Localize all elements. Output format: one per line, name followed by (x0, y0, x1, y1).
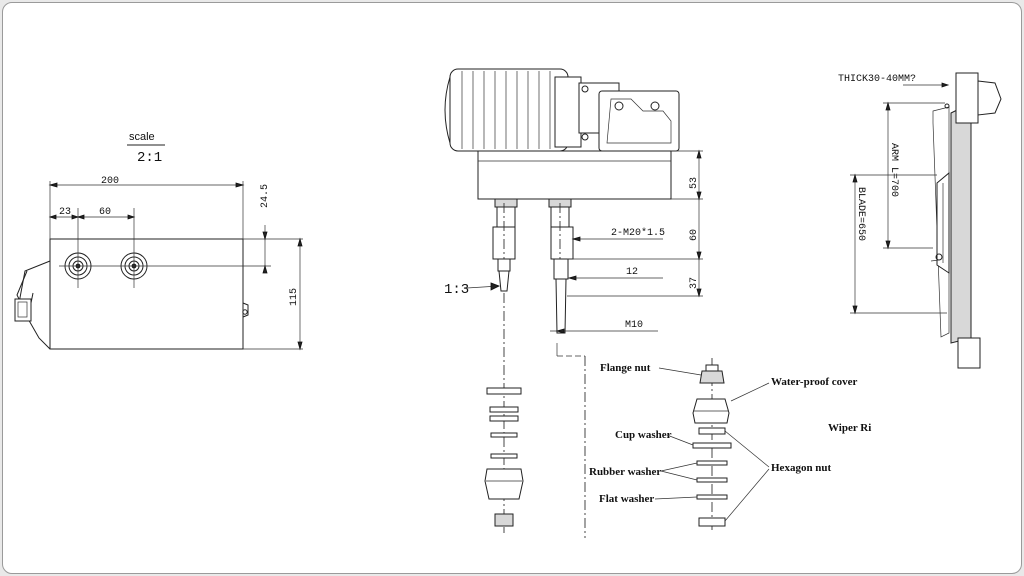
dim-53-text: 53 (689, 177, 700, 189)
ratio-label: 1:3 (444, 282, 469, 298)
left-nut (494, 513, 514, 527)
front-view: 200 23 60 24.5 115 (14, 176, 303, 351)
m10-text: M10 (625, 320, 643, 331)
rubber-washer-leader-1 (660, 462, 698, 472)
blade-dim-arrow-top (852, 173, 858, 183)
dim-24-5-arrow-bottom (262, 264, 268, 274)
dim-23-arrow-right (71, 214, 80, 220)
dim-60-arrow-right (127, 214, 136, 220)
technical-drawing: scale 2:1 20 (14, 68, 1002, 538)
hexagon-nut-label: Hexagon nut (771, 462, 832, 474)
thread-arrow (571, 236, 581, 242)
gearbox-detail (606, 98, 672, 144)
dim-200-arrow-right (235, 182, 245, 188)
left-washer-3 (489, 415, 519, 422)
shaft-left (492, 198, 518, 533)
side-view: 1:3 53 60 37 2-M20*1.5 12 M10 (444, 68, 703, 538)
rubber-washer-1 (696, 460, 728, 466)
water-proof-cover-leader (730, 382, 770, 402)
bottom-mount (957, 337, 981, 369)
flat-washer-shape (696, 494, 728, 500)
flange-nut-leader (658, 367, 702, 376)
blade-clip (930, 259, 940, 262)
hex-nut-2 (698, 517, 726, 527)
motor-fins (461, 71, 551, 149)
rubber-washer-label: Rubber washer (589, 466, 661, 478)
left-washer-4 (490, 432, 518, 438)
right-view: THICK30-40MM? ARM L=700 BLADE=650 (838, 72, 1002, 369)
dim-115-text: 115 (289, 288, 300, 306)
thread-text: 2-M20*1.5 (611, 227, 665, 239)
water-proof-cover-label: Water-proof cover (771, 376, 858, 388)
dim-24-5-text: 24.5 (260, 184, 271, 208)
motor-flange (554, 76, 582, 148)
blade-dim-arrow-bottom (852, 305, 858, 315)
dim-12-text: 12 (626, 267, 638, 278)
arm-dim-text: ARM L=700 (888, 143, 899, 197)
rubber-washer-2 (696, 477, 728, 483)
m10-arrow (555, 328, 565, 334)
dim-115-arrow-top (297, 237, 303, 247)
top-mount-cap (977, 80, 1002, 116)
flat-washer-leader (654, 496, 698, 500)
dim-200-arrow-left (48, 182, 58, 188)
gearbox-bolt-a (614, 101, 624, 111)
arm-pivot (944, 103, 950, 109)
dim-24-5-arrow-top (262, 231, 268, 241)
dim-37-arrow-bottom (696, 288, 702, 298)
dim-23-arrow-left (48, 214, 57, 220)
front-body-outline (49, 238, 244, 350)
dim-115-arrow-bottom (297, 341, 303, 351)
scale-title: scale (129, 131, 155, 143)
left-washer-2 (489, 406, 519, 413)
left-cover (484, 468, 524, 500)
dim-23-text: 23 (59, 207, 71, 218)
thick-label: THICK30-40MM? (838, 74, 916, 85)
front-right-lug (242, 302, 249, 318)
dim-60-arrow-bottom (696, 251, 702, 261)
wiper-ri-label: Wiper Ri (828, 422, 871, 434)
scale-value: 2:1 (137, 150, 162, 166)
rubber-washer-leader-2 (660, 470, 698, 481)
flange-nut-label: Flange nut (600, 362, 651, 374)
dim-200-text: 200 (101, 176, 119, 187)
dim-60-text: 60 (689, 229, 700, 241)
flat-washer-label: Flat washer (599, 493, 654, 505)
front-right-lug-hole (242, 309, 248, 315)
arm-dim-arrow-bottom (885, 240, 891, 250)
coupling-bolt-b (581, 133, 589, 141)
left-washer-1 (486, 387, 522, 395)
cup-washer-shape (692, 442, 732, 449)
dim-53-arrow-bottom (696, 191, 702, 201)
shaft-right (548, 198, 586, 538)
thick-arrow (941, 82, 950, 88)
dim-53-arrow-top (696, 149, 702, 159)
dim-60-text: 60 (99, 207, 111, 218)
dim-60-arrow-left (76, 214, 85, 220)
top-mount (955, 72, 979, 124)
gearbox-bolt-b (650, 101, 660, 111)
left-washer-5 (490, 453, 518, 459)
dim-12-arrow (567, 275, 577, 281)
base-block (477, 150, 672, 200)
front-connector-inner (17, 301, 28, 318)
panel-section (950, 107, 972, 344)
cup-washer-label: Cup washer (615, 429, 672, 441)
flange-nut-shape (699, 370, 725, 384)
coupling-bolt-a (581, 85, 589, 93)
cup-washer-leader (666, 434, 694, 446)
flange-nut-top (705, 364, 719, 372)
arm-dim-arrow-top (885, 101, 891, 111)
exploded-left-column (484, 387, 524, 527)
hex-nut-1 (698, 427, 726, 435)
exploded-right-column: Flange nut Water-proof cover Wiper Ri Cu… (589, 358, 871, 533)
dim-37-text: 37 (689, 277, 700, 289)
hexagon-nut-leader-1 (724, 430, 770, 468)
blade-dim-text: BLADE=650 (855, 187, 866, 241)
motor-end-cap (444, 76, 451, 144)
ratio-arrow (490, 282, 500, 291)
hexagon-nut-leader-2 (724, 468, 770, 522)
